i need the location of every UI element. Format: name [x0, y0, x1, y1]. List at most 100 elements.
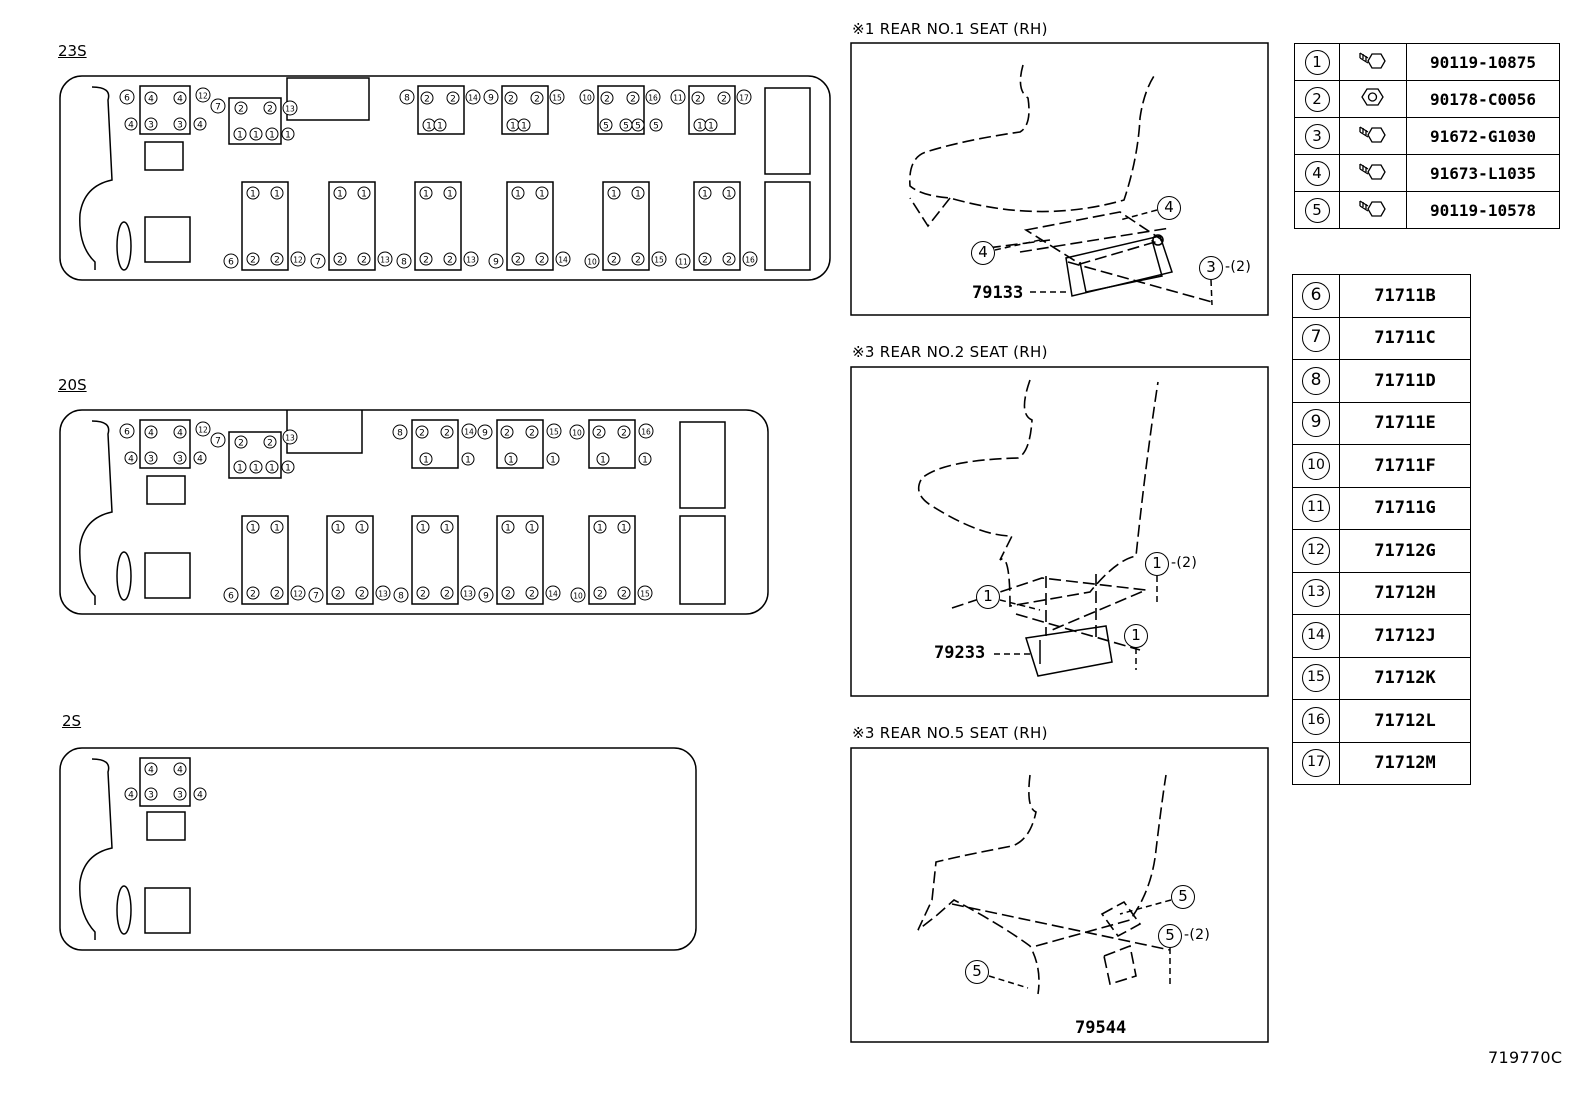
seat-callout: 1 — [265, 460, 279, 474]
seat-callout: 1 — [722, 186, 736, 200]
seat-callout: 12 — [290, 251, 306, 267]
svg-text:1: 1 — [508, 456, 514, 466]
seat-callout: 2 — [631, 252, 645, 266]
svg-text:1: 1 — [237, 131, 243, 141]
svg-text:4: 4 — [177, 429, 183, 439]
svg-text:12: 12 — [293, 256, 303, 265]
svg-text:2: 2 — [450, 95, 456, 105]
seat-part-number: 71712G — [1339, 529, 1471, 573]
seat-callout: 1 — [246, 186, 260, 200]
seat-callout: 6 — [119, 423, 135, 439]
svg-text:4: 4 — [128, 121, 134, 131]
svg-text:6: 6 — [124, 428, 130, 438]
svg-text:1: 1 — [515, 190, 521, 200]
svg-text:2: 2 — [702, 256, 708, 266]
svg-text:15: 15 — [549, 428, 559, 437]
seat-callout: 1 — [281, 127, 295, 141]
seat-callout: 2 — [504, 91, 518, 105]
seat-callout: 11 — [670, 89, 686, 105]
svg-text:2: 2 — [515, 256, 521, 266]
seat-callout: 1 — [525, 520, 539, 534]
svg-text:1: 1 — [510, 122, 516, 132]
fastener-part-number: 91672-G1030 — [1406, 117, 1560, 155]
seat-callout: 2 — [419, 252, 433, 266]
svg-text:2: 2 — [611, 256, 617, 266]
seat-callout: 7 — [310, 253, 326, 269]
part-number-79133: 79133 — [972, 283, 1024, 303]
seat-callout: 4 — [124, 117, 138, 131]
seat-callout: 2 — [592, 425, 606, 439]
seat-callout: 2 — [593, 586, 607, 600]
seat-base — [241, 515, 289, 605]
svg-text:14: 14 — [558, 256, 568, 265]
svg-text:2: 2 — [621, 590, 627, 600]
seat-base — [328, 181, 376, 271]
seat-callout: 16 — [645, 89, 661, 105]
layout-label-2s: 2S — [62, 712, 82, 730]
svg-text:9: 9 — [482, 429, 488, 439]
seat-callout: 2 — [525, 586, 539, 600]
seat-callout: 2 — [420, 91, 434, 105]
seat-base — [411, 419, 459, 469]
svg-text:4: 4 — [197, 791, 203, 801]
seat-callout: 1 — [355, 520, 369, 534]
svg-text:2: 2 — [238, 105, 244, 115]
quantity-suffix: -(2) — [1171, 555, 1198, 571]
seat-callout: 4 — [144, 762, 158, 776]
svg-text:13: 13 — [380, 256, 390, 265]
svg-text:13: 13 — [378, 590, 388, 599]
seat-base — [688, 85, 736, 135]
seat-part-number: 71712L — [1339, 699, 1471, 743]
seat-callout: 1 — [501, 520, 515, 534]
seat-base — [326, 515, 374, 605]
seat-part-number: 71711G — [1339, 486, 1471, 530]
seat-callout: 5 — [619, 118, 633, 132]
svg-text:1: 1 — [335, 524, 341, 534]
seat-callout: 2 — [246, 586, 260, 600]
svg-text:2: 2 — [505, 590, 511, 600]
svg-text:1: 1 — [635, 190, 641, 200]
svg-text:5: 5 — [653, 122, 659, 132]
svg-text:1: 1 — [420, 524, 426, 534]
seat-callout: 4 — [193, 787, 207, 801]
svg-text:2: 2 — [597, 590, 603, 600]
svg-text:1: 1 — [361, 190, 367, 200]
svg-text:1: 1 — [465, 456, 471, 466]
svg-text:1: 1 — [423, 456, 429, 466]
svg-text:1: 1 — [539, 190, 545, 200]
svg-text:1: 1 — [642, 456, 648, 466]
detail-views — [850, 42, 1269, 1043]
seat-callout: 4 — [173, 762, 187, 776]
seat-callout: 1 — [517, 118, 531, 132]
svg-text:3: 3 — [148, 121, 154, 131]
svg-text:13: 13 — [463, 590, 473, 599]
svg-text:8: 8 — [401, 258, 407, 268]
ref-number: 10 — [1302, 451, 1330, 480]
seat-callout: 14 — [555, 251, 571, 267]
ref-number: 7 — [1302, 324, 1330, 353]
svg-text:2: 2 — [361, 256, 367, 266]
fastener-part-number: 90119-10875 — [1406, 43, 1560, 81]
svg-text:1: 1 — [359, 524, 365, 534]
svg-text:2: 2 — [539, 256, 545, 266]
seat-callout: 2 — [500, 425, 514, 439]
seat-callout: 4 — [173, 91, 187, 105]
seat-callout: 5 — [599, 118, 613, 132]
svg-text:11: 11 — [678, 258, 688, 267]
seat-callout: 2 — [535, 252, 549, 266]
svg-text:1: 1 — [253, 131, 259, 141]
svg-text:1: 1 — [621, 524, 627, 534]
seat-callout: 2 — [333, 252, 347, 266]
seat-callout: 1 — [249, 460, 263, 474]
quantity-suffix: -(2) — [1225, 259, 1252, 275]
svg-text:2: 2 — [508, 95, 514, 105]
seat-callout: 1 — [233, 460, 247, 474]
bolt-icon — [1359, 126, 1386, 143]
bus-body-2s — [59, 747, 697, 951]
callout-bubble: 5 — [965, 960, 989, 984]
